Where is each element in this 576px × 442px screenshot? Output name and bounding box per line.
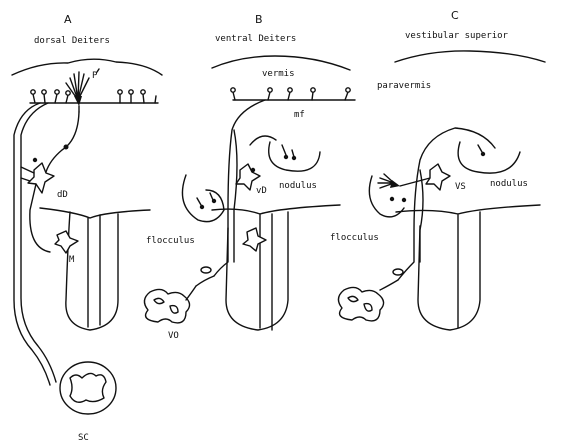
dD-label: dD [57, 190, 68, 200]
flocculus-b-label: flocculus [146, 236, 195, 246]
panel-b-letter: B [255, 13, 263, 26]
brainstem-outline-a [40, 208, 150, 330]
nodulus-c-label: nodulus [490, 179, 528, 189]
panel-a-letter: A [64, 13, 72, 26]
cerebellar-surface-c [395, 51, 545, 62]
vD-label: vD [256, 186, 267, 196]
cerebellar-surface [12, 59, 162, 75]
brainstem-outline-b [212, 205, 340, 330]
panel-a: A dorsal Deiters P [12, 13, 162, 442]
panel-a-title: dorsal Deiters [34, 36, 110, 46]
vo-label: VO [168, 331, 179, 341]
sc-label: SC [78, 433, 89, 442]
vermis-label: vermis [262, 69, 295, 79]
flocculus-fold-b [182, 175, 224, 222]
nodulus-fold-c [458, 142, 520, 173]
purkinje-axon [46, 112, 79, 172]
panel-c-letter: C [451, 9, 459, 22]
paravermis-label: paravermis [377, 81, 431, 91]
vestibular-superior-cell: VS [426, 164, 466, 192]
brainstem-outline-c [396, 205, 540, 330]
spinal-cord: SC [60, 362, 116, 442]
panel-b: B ventral Deiters vermis mf nodulus vD [144, 13, 355, 341]
panel-c: C vestibular superior paravermis nodulus… [330, 9, 545, 330]
mossy-terminals-b [231, 88, 350, 100]
vestibular-organ-c [338, 269, 403, 321]
flocculus-c-label: flocculus [330, 233, 379, 243]
nodulus-b-label: nodulus [279, 181, 317, 191]
purkinje-cell: P [66, 69, 99, 112]
panel-b-title: ventral Deiters [215, 34, 296, 44]
panel-c-title: vestibular superior [405, 31, 509, 41]
vestibular-organ-b: VO [144, 267, 214, 341]
descending-tract-outer [14, 103, 50, 385]
m-cell: M [55, 231, 78, 265]
cerebellar-surface-b [212, 56, 350, 70]
vs-label: VS [455, 182, 466, 192]
mossy-terminals-a [31, 90, 156, 103]
mf-label: mf [294, 110, 305, 120]
descending-tract-inner [21, 103, 56, 382]
M-label: M [69, 255, 75, 265]
